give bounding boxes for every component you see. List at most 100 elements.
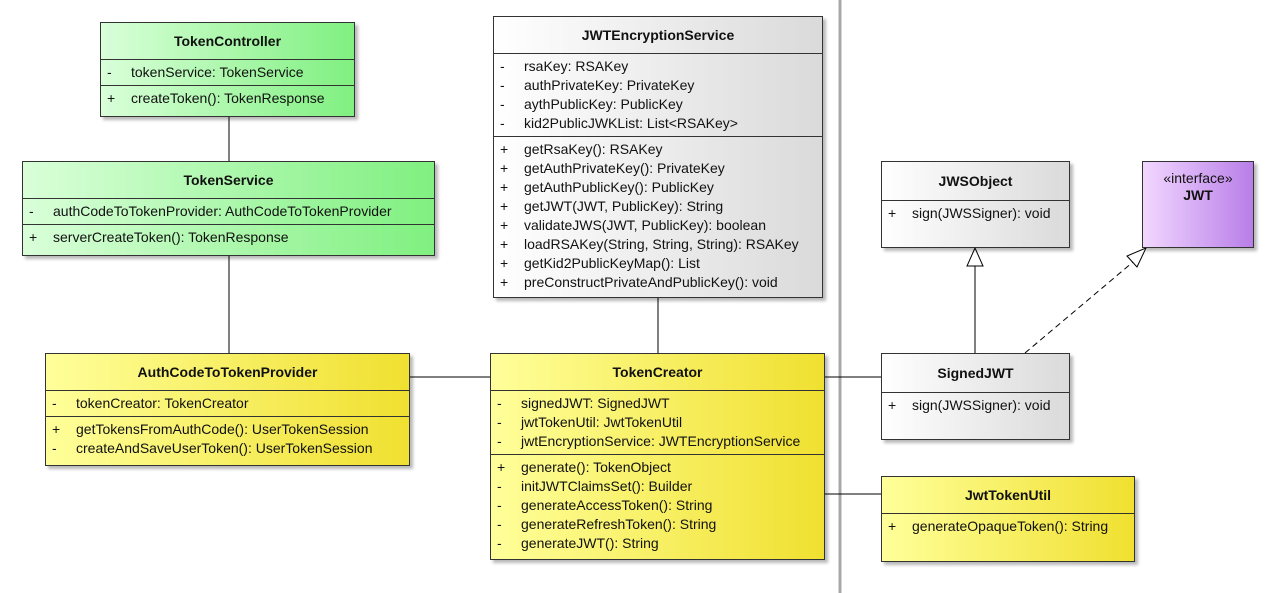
visibility-marker: + [500,198,509,214]
visibility-marker: - [497,395,502,411]
class-tokencontroller[interactable]: TokenController - tokenService: TokenServ… [100,22,355,117]
member-signature: sign(JWSSigner): void [912,397,1051,413]
visibility-marker: - [107,64,112,80]
operations-compartment: +serverCreateToken(): TokenResponse [23,224,434,250]
operation-row: - createAndSaveUserToken(): UserTokenSess… [46,439,409,458]
operation-row: - generateJWT(): String [491,534,824,553]
visibility-marker: + [500,236,509,252]
visibility-marker: + [500,141,509,157]
visibility-marker: + [888,205,897,221]
visibility-marker: + [500,217,509,233]
member-signature: getRsaKey(): RSAKey [524,141,663,157]
operations-compartment: +createToken(): TokenResponse [101,85,354,111]
visibility-marker: + [888,518,897,534]
class-name: JWSObject [938,173,1013,189]
operation-row: + generate(): TokenObject [491,458,824,477]
attributes-compartment: - tokenService: TokenService [101,59,354,85]
visibility-marker: - [29,203,34,219]
class-name: JWTEncryptionService [581,27,735,43]
class-name: TokenService [183,172,274,188]
operation-row: + preConstructPrivateAndPublicKey(): void [494,273,822,292]
member-signature: authCodeToTokenProvider: AuthCodeToToken… [53,203,392,219]
visibility-marker: + [497,459,506,475]
operation-row: +getAuthPublicKey(): PublicKey [494,178,822,197]
visibility-marker: + [500,160,509,176]
operation-row: -generateRefreshToken(): String [491,515,824,534]
attribute-row: - jwtEncryptionService: JWTEncryptionServ… [491,432,824,451]
class-name: TokenController [173,33,282,49]
member-signature: initJWTClaimsSet(): Builder [521,478,693,494]
operation-row: + validateJWS(JWT, PublicKey): boolean [494,216,822,235]
class-jwtencryptionservice[interactable]: JWTEncryptionService -rsaKey: RSAKey -au… [493,16,823,298]
member-signature: jwtEncryptionService: JWTEncryptionServi… [521,433,801,449]
visibility-marker: - [497,535,502,551]
class-name: JWT [1183,187,1213,203]
interface-jwt[interactable]: «interface» JWT [1142,161,1254,248]
member-signature: preConstructPrivateAndPublicKey(): void [524,274,778,290]
visibility-marker: + [500,255,509,271]
class-authcodetotokenprovider[interactable]: AuthCodeToTokenProvider -tokenCreator: T… [45,353,410,466]
operation-row: + getJWT(JWT, PublicKey): String [494,197,822,216]
class-name: SignedJWT [937,365,1014,381]
visibility-marker: - [500,58,505,74]
attributes-compartment: - authCodeToTokenProvider: AuthCodeToToke… [23,198,434,224]
operations-compartment: + getTokensFromAuthCode(): UserTokenSessi… [46,416,409,461]
visibility-marker: - [497,497,502,513]
class-jwttokenutil[interactable]: JwtTokenUtil +generateOpaqueToken(): Str… [881,476,1135,562]
member-signature: jwtTokenUtil: JwtTokenUtil [521,414,683,430]
operations-compartment: + getRsaKey(): RSAKey +getAuthPrivateKey(… [494,136,822,295]
operation-row: + sign(JWSSigner): void [882,396,1069,415]
visibility-marker: - [497,516,502,532]
class-tokencreator[interactable]: TokenCreator -signedJWT: SignedJWT -jwtT… [490,353,825,560]
member-signature: aythPublicKey: PublicKey [524,96,683,112]
operation-row: + generateOpaqueToken(): String [882,517,1134,536]
realization-signedjwt-jwt[interactable] [1024,261,1134,354]
member-signature: createToken(): TokenResponse [131,90,325,106]
class-signedjwt[interactable]: SignedJWT + sign(JWSSigner): void [881,353,1070,440]
member-signature: createAndSaveUserToken(): UserTokenSessi… [76,440,373,456]
member-signature: serverCreateToken(): TokenResponse [53,229,289,245]
attribute-row: - jwtTokenUtil: JwtTokenUtil [491,413,824,432]
attribute-row: - tokenService: TokenService [101,63,354,82]
operation-row: +getAuthPrivateKey(): PrivateKey [494,159,822,178]
visibility-marker: + [500,274,509,290]
attribute-row: - aythPublicKey: PublicKey [494,95,822,114]
operation-row: + getRsaKey(): RSAKey [494,140,822,159]
operations-compartment: + sign(JWSSigner): void [882,392,1069,418]
member-signature: getTokensFromAuthCode(): UserTokenSessio… [76,421,369,437]
visibility-marker: + [500,179,509,195]
visibility-marker: - [497,433,502,449]
visibility-marker: + [52,421,61,437]
attribute-row: -kid2PublicJWKList: List<RSAKey> [494,114,822,133]
operations-compartment: +sign(JWSSigner): void [882,200,1069,226]
operation-row: +serverCreateToken(): TokenResponse [23,228,434,247]
operation-row: + getTokensFromAuthCode(): UserTokenSessi… [46,420,409,439]
stereotype-label: «interface» [1163,170,1233,186]
member-signature: generateAccessToken(): String [521,497,713,513]
attribute-row: -tokenCreator: TokenCreator [46,394,409,413]
class-jwsobject[interactable]: JWSObject +sign(JWSSigner): void [881,161,1070,248]
member-signature: generate(): TokenObject [521,459,671,475]
visibility-marker: - [500,115,505,131]
member-signature: generateOpaqueToken(): String [912,518,1109,534]
visibility-marker: - [497,478,502,494]
visibility-marker: - [497,414,502,430]
operation-row: +createToken(): TokenResponse [101,89,354,108]
member-signature: getJWT(JWT, PublicKey): String [524,198,724,214]
generalization-arrowhead [966,246,984,267]
interface-header: «interface» JWT [1143,162,1253,204]
visibility-marker: - [500,96,505,112]
attribute-row: - rsaKey: RSAKey [494,57,822,76]
member-signature: loadRSAKey(String, String, String): RSAK… [524,236,799,252]
member-signature: generateJWT(): String [521,535,659,551]
attribute-row: -signedJWT: SignedJWT [491,394,824,413]
member-signature: rsaKey: RSAKey [524,58,629,74]
member-signature: tokenService: TokenService [131,64,304,80]
operation-row: +sign(JWSSigner): void [882,204,1069,223]
class-tokenservice[interactable]: TokenService - authCodeToTokenProvider: A… [22,161,435,256]
visibility-marker: - [52,440,57,456]
member-signature: validateJWS(JWT, PublicKey): boolean [524,217,766,233]
visibility-marker: + [888,397,897,413]
visibility-marker: - [52,395,57,411]
